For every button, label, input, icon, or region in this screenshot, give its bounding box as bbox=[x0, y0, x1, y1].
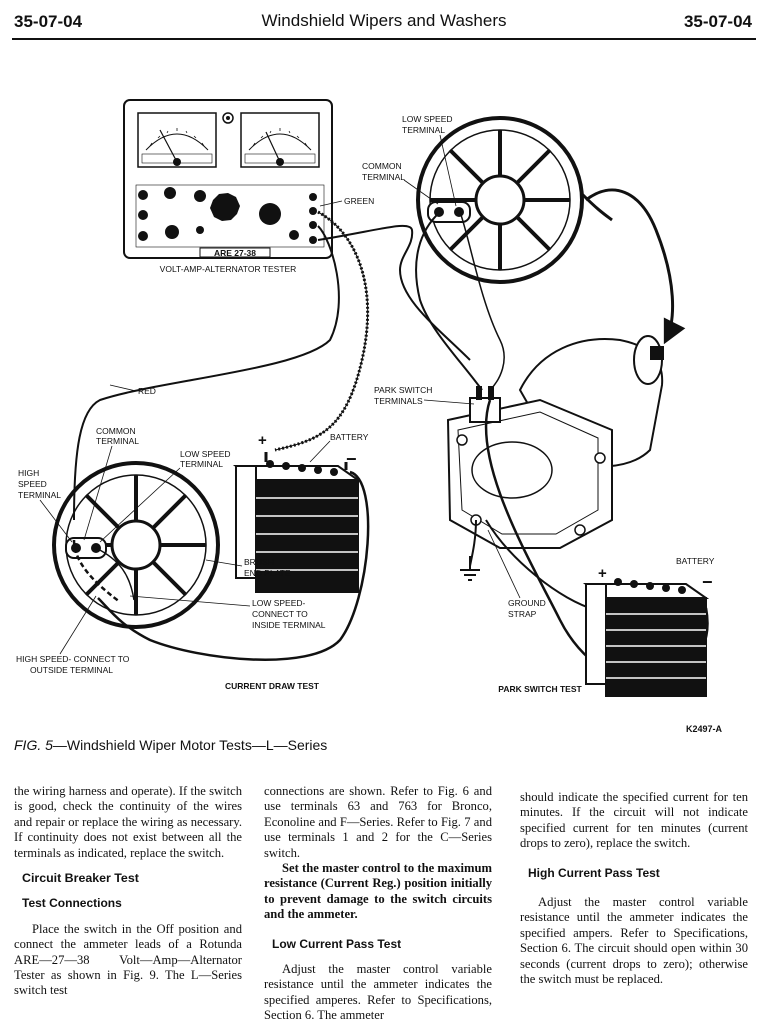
column2-paragraph-3: Adjust the master control variable resis… bbox=[264, 962, 492, 1023]
park-switch-terminals-label-2: TERMINALS bbox=[374, 396, 423, 406]
high-speed-connect-label: HIGH SPEED- CONNECT TO bbox=[16, 654, 130, 664]
right-common-label: COMMON bbox=[362, 161, 402, 171]
battery-right-label: BATTERY bbox=[676, 556, 715, 566]
wiper-motor-test-figure: ARE 27-38 VOLT-AMP-ALTERNATOR TESTER GRE… bbox=[16, 99, 715, 697]
brush-end-plate-left bbox=[52, 461, 220, 629]
column2-paragraph-2: Set the master control to the maximum re… bbox=[264, 861, 492, 922]
tester-model-label: ARE 27-38 bbox=[214, 248, 256, 258]
high-speed-terminal-label: HIGH bbox=[18, 468, 39, 478]
master-control-knob-icon bbox=[210, 193, 240, 221]
current-draw-wires bbox=[72, 470, 370, 661]
heading-high-current-pass-test: High Current Pass Test bbox=[528, 865, 660, 880]
battery-right-icon bbox=[582, 578, 710, 697]
page-header: 35-07-04 Windshield Wipers and Washers 3… bbox=[0, 8, 768, 44]
low-speed-terminal-label: LOW SPEED bbox=[180, 449, 231, 459]
page-number-left: 35-07-04 bbox=[14, 12, 83, 31]
page-number-right: 35-07-04 bbox=[683, 12, 752, 31]
figure-id: K2497-A bbox=[686, 724, 723, 734]
common-terminal-label: COMMON bbox=[96, 426, 136, 436]
heading-low-current-pass-test: Low Current Pass Test bbox=[272, 936, 402, 951]
battery-left-label: BATTERY bbox=[330, 432, 369, 442]
ground-strap-label-2: STRAP bbox=[508, 609, 537, 619]
battery-left-positive: + bbox=[258, 432, 267, 449]
brush-end-plate-right bbox=[416, 116, 584, 284]
text-column-1: the wiring harness and operate). If the … bbox=[14, 784, 242, 999]
header-rule bbox=[12, 38, 756, 40]
page-title: Windshield Wipers and Washers bbox=[261, 11, 507, 30]
battery-right-negative: − bbox=[702, 572, 713, 592]
heading-test-connections: Test Connections bbox=[22, 896, 122, 911]
right-low-speed-label-2: TERMINAL bbox=[402, 125, 445, 135]
low-speed-connect-label-2: CONNECT TO bbox=[252, 609, 308, 619]
park-switch-terminals-label: PARK SWITCH bbox=[374, 385, 432, 395]
high-speed-terminal-label-3: TERMINAL bbox=[18, 490, 61, 500]
column1-paragraph-2: Place the switch in the Off position and… bbox=[14, 921, 242, 998]
red-lead-label: RED bbox=[138, 386, 156, 396]
park-switch-labels: LOW SPEED TERMINAL COMMON TERMINAL PARK … bbox=[362, 114, 583, 694]
column3-paragraph-2: Adjust the master control variable resis… bbox=[520, 895, 748, 987]
green-lead-label: GREEN bbox=[344, 196, 374, 206]
battery-left-negative: − bbox=[346, 449, 357, 469]
battery-left-icon bbox=[232, 452, 362, 593]
heading-circuit-breaker-test: Circuit Breaker Test bbox=[22, 871, 139, 886]
park-switch-test-title: PARK SWITCH TEST bbox=[498, 684, 582, 694]
figure-number: FIG. 5 bbox=[14, 737, 53, 753]
common-terminal-label-2: TERMINAL bbox=[96, 436, 139, 446]
high-speed-terminal-label-2: SPEED bbox=[18, 479, 47, 489]
wiper-motor-icon bbox=[446, 335, 664, 549]
ground-strap-label: GROUND bbox=[508, 598, 546, 608]
figure-caption-text: —Windshield Wiper Motor Tests—L—Series bbox=[52, 737, 328, 753]
battery-right-positive: + bbox=[598, 565, 607, 582]
tester-caption: VOLT-AMP-ALTERNATOR TESTER bbox=[160, 264, 297, 274]
ground-icon bbox=[460, 556, 480, 581]
right-common-label-2: TERMINAL bbox=[362, 172, 405, 182]
low-speed-connect-label-3: INSIDE TERMINAL bbox=[252, 620, 326, 630]
low-speed-terminal-label-2: TERMINAL bbox=[180, 459, 223, 469]
brush-end-plate-label-2: END PLATE bbox=[244, 568, 291, 578]
column1-paragraph-1: the wiring harness and operate). If the … bbox=[14, 784, 242, 860]
text-column-3: should indicate the specified current fo… bbox=[520, 790, 748, 987]
low-speed-connect-label: LOW SPEED- bbox=[252, 598, 306, 608]
current-draw-labels: COMMON TERMINAL LOW SPEED TERMINAL HIGH … bbox=[16, 426, 326, 691]
column2-paragraph-1: connections are shown. Refer to Fig. 6 a… bbox=[264, 784, 492, 860]
current-draw-test-title: CURRENT DRAW TEST bbox=[225, 681, 320, 691]
figure-caption: FIG. 5—Windshield Wiper Motor Tests—L—Se… bbox=[14, 737, 327, 753]
text-column-2: connections are shown. Refer to Fig. 6 a… bbox=[264, 784, 492, 1024]
high-speed-connect-label-2: OUTSIDE TERMINAL bbox=[30, 665, 113, 675]
transition-arrow-icon bbox=[585, 188, 686, 345]
column3-paragraph-1: should indicate the specified current fo… bbox=[520, 790, 748, 851]
volt-amp-alternator-tester: ARE 27-38 VOLT-AMP-ALTERNATOR TESTER GRE… bbox=[123, 99, 374, 274]
brush-end-plate-label: BRUSH bbox=[244, 557, 274, 567]
right-low-speed-label: LOW SPEED bbox=[402, 114, 453, 124]
